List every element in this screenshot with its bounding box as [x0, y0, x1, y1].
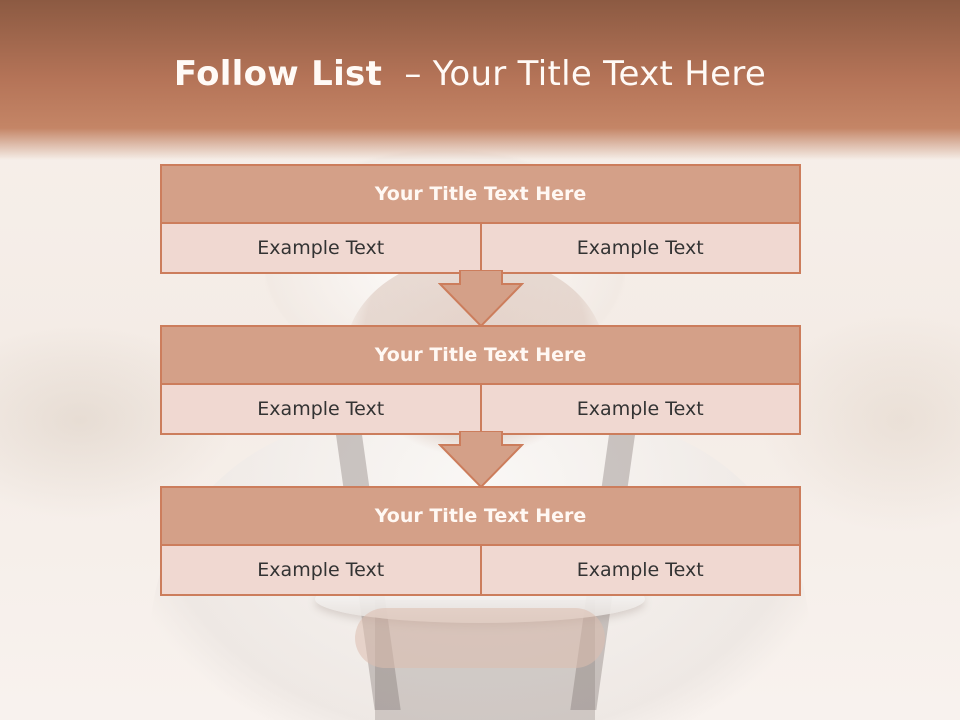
- block-title: Your Title Text Here: [162, 166, 799, 224]
- slide-title: Follow List – Your Title Text Here: [0, 54, 940, 94]
- down-arrow-icon: [438, 431, 524, 489]
- block-row: Example Text Example Text: [162, 224, 799, 272]
- hands: [355, 608, 605, 668]
- block-title: Your Title Text Here: [162, 488, 799, 546]
- block-cell-left: Example Text: [162, 224, 480, 272]
- block-cell-left: Example Text: [162, 546, 480, 594]
- block-row: Example Text Example Text: [162, 546, 799, 594]
- slide-title-rest: Your Title Text Here: [432, 54, 767, 94]
- list-block-3: Your Title Text Here Example Text Exampl…: [160, 486, 801, 596]
- header-band: Follow List – Your Title Text Here: [0, 0, 960, 160]
- down-arrow-icon: [438, 270, 524, 328]
- block-cell-right: Example Text: [479, 385, 799, 433]
- list-block-2: Your Title Text Here Example Text Exampl…: [160, 325, 801, 435]
- slide-title-dash: –: [404, 54, 422, 94]
- block-cell-right: Example Text: [479, 546, 799, 594]
- block-cell-right: Example Text: [479, 224, 799, 272]
- block-cell-left: Example Text: [162, 385, 480, 433]
- block-title: Your Title Text Here: [162, 327, 799, 385]
- block-row: Example Text Example Text: [162, 385, 799, 433]
- slide-title-strong: Follow List: [173, 54, 383, 94]
- list-block-1: Your Title Text Here Example Text Exampl…: [160, 164, 801, 274]
